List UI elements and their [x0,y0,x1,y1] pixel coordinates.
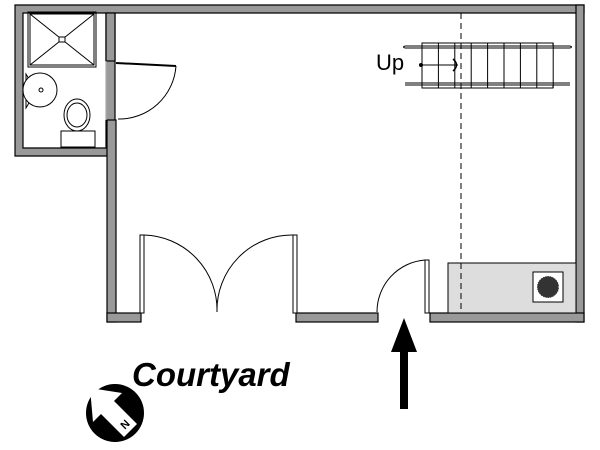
shower [27,11,97,68]
north-compass-icon: N [86,384,144,442]
right-wall [575,4,585,323]
staircase[interactable] [403,42,572,89]
entrance-door[interactable] [376,259,430,314]
kitchen-counter [447,262,577,314]
bottom-wall-right [429,312,585,323]
bathroom-wall [14,4,585,157]
walls [14,4,585,323]
bottom-wall-left [106,312,142,323]
sink [22,72,58,110]
bathroom-partition-upper [105,12,116,62]
courtyard-label: Courtyard [132,356,290,393]
toilet [60,98,96,148]
stairs-up-label: Up [376,50,405,75]
bottom-wall-middle [295,312,379,323]
bathroom-door [105,61,177,120]
double-door[interactable] [139,234,298,314]
entrance-arrow-icon [391,318,417,409]
main-left-wall [106,119,117,323]
